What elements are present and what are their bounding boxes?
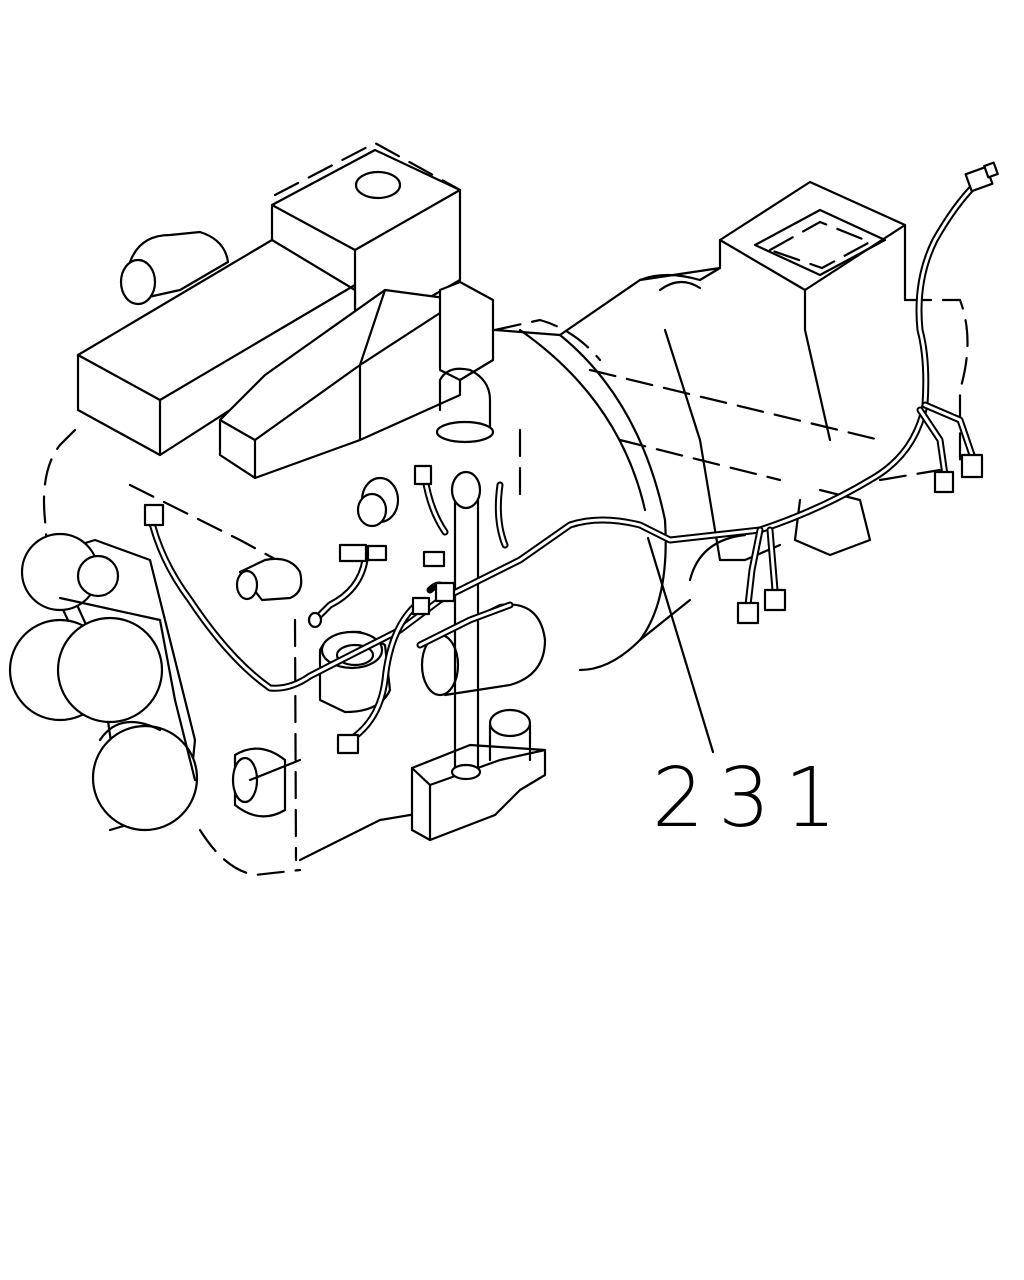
connector-right-2 [960, 453, 984, 479]
connector-top-right [964, 161, 999, 193]
connector-sensor-b [422, 550, 446, 568]
connector-lower-2 [763, 588, 787, 612]
connector-mid-2 [434, 581, 456, 603]
belt-and-pulleys [8, 532, 199, 832]
harness-connectors [143, 161, 999, 755]
connector-lower-1 [736, 601, 760, 625]
connector-mid [411, 596, 431, 616]
connector-right-1 [933, 470, 955, 494]
callout-label-231: 231 [652, 751, 851, 846]
wiring-harness [146, 181, 979, 744]
connector-upper-center [413, 464, 433, 486]
callout-leader [646, 536, 715, 754]
connector-small-ring [307, 611, 323, 629]
connector-sensor-a [338, 543, 388, 563]
transmission-housing [493, 180, 969, 672]
valve-cover [76, 148, 495, 480]
connector-lower-left [336, 733, 360, 755]
connector-front-left [143, 503, 165, 527]
